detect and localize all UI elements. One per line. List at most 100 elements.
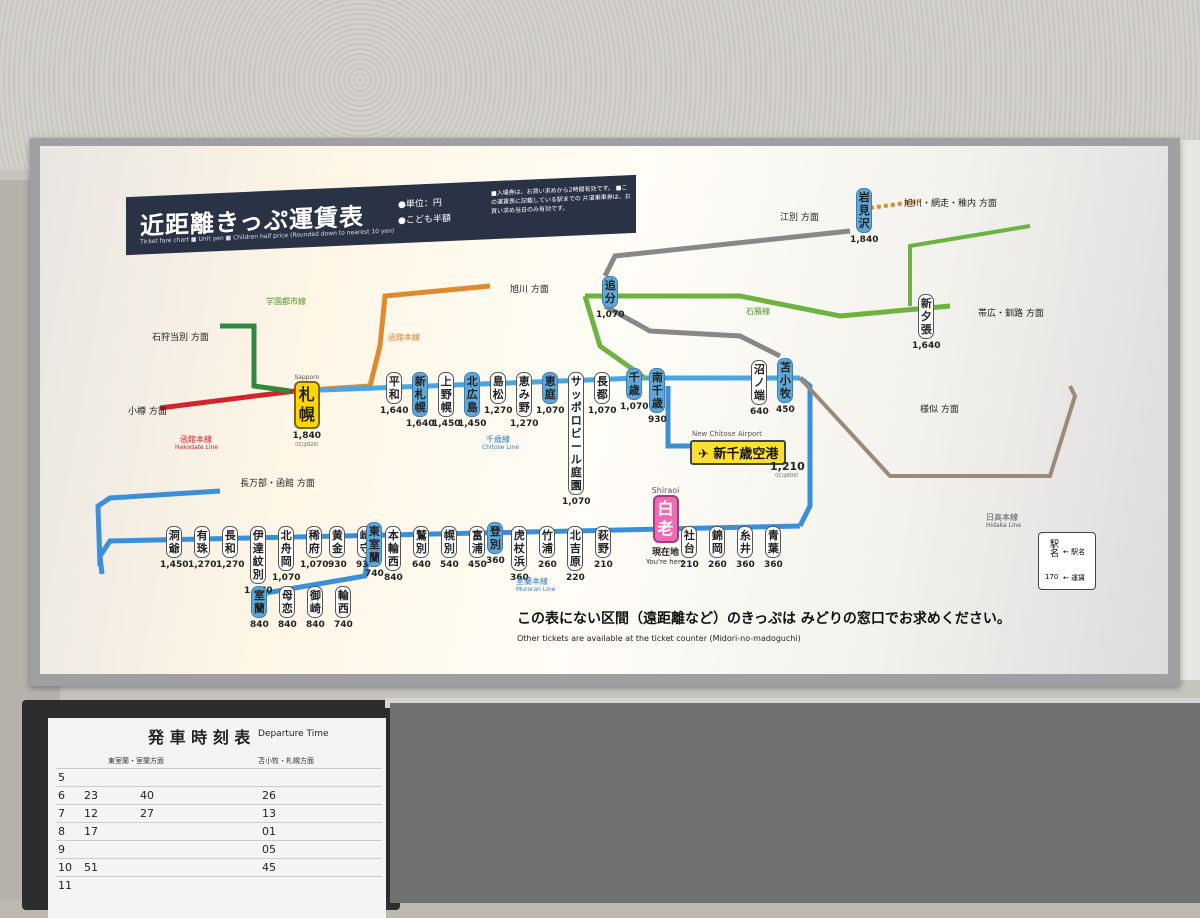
station-fare: 260 bbox=[538, 560, 557, 570]
legend-fare: ← 運賃 bbox=[1063, 574, 1086, 582]
station-name: 虎杖浜 bbox=[511, 526, 528, 571]
station-shin-yubari: 新夕張 1,640 bbox=[912, 294, 940, 351]
airport-ic-fare: （ICは600） bbox=[772, 473, 802, 479]
station-fare: 1,070 bbox=[562, 497, 591, 507]
fare-chart-board: 近距離きっぷ運賃表 Ticket fare chart ■ Unit yen ■… bbox=[40, 146, 1168, 674]
station-fare: 740 bbox=[334, 620, 353, 630]
station-name: 恵み野 bbox=[516, 372, 533, 417]
line-label-hakodate: 函館本線 bbox=[180, 435, 212, 444]
minute-cell: 23 bbox=[84, 789, 98, 802]
hakodate-west-track bbox=[95, 488, 221, 567]
station-fare: 1,450 bbox=[458, 419, 487, 429]
current-location: 現在地 bbox=[652, 548, 680, 558]
timetable-row: 10 51 45 bbox=[56, 858, 382, 876]
station-fare: 260 bbox=[708, 560, 727, 570]
muroran-north-track bbox=[602, 228, 851, 278]
station-fare: 1,270 bbox=[510, 419, 539, 429]
airport-name: 新千歳空港 bbox=[713, 447, 779, 462]
station-fare: 1,070 bbox=[620, 402, 649, 412]
sekisho-branch-track bbox=[582, 295, 647, 381]
station: 恵庭 1,070 bbox=[536, 372, 564, 416]
timetable-title: 発 車 時 刻 表 bbox=[148, 728, 251, 747]
station-fare: 1,640 bbox=[406, 419, 435, 429]
station-name: 錦岡 bbox=[709, 526, 726, 558]
legend-sample-fare: 170 bbox=[1045, 573, 1059, 581]
hour-cell: 10 bbox=[58, 861, 72, 874]
dest-ebetsu: 江別 方面 bbox=[780, 213, 819, 223]
station-name: 糸井 bbox=[737, 526, 754, 558]
station-name: 札幌 bbox=[293, 381, 320, 429]
station-name: 恵庭 bbox=[542, 372, 559, 404]
station-name: 苫小牧 bbox=[777, 358, 794, 403]
hour-cell: 9 bbox=[58, 843, 65, 856]
station-fare: 1,070 bbox=[272, 573, 301, 583]
station-name: 伊達紋別 bbox=[250, 526, 267, 584]
airport-branch-track bbox=[665, 386, 690, 449]
minute-cell: 01 bbox=[262, 825, 276, 838]
dest-samani: 様似 方面 bbox=[920, 405, 959, 415]
station-name: 輪西 bbox=[335, 586, 352, 618]
line-label-hakodate-en: Hakodate Line bbox=[175, 444, 219, 451]
timetable-sheet: 発 車 時 刻 表 Departure Time 東室蘭・室蘭方面 苫小牧・札幌… bbox=[48, 718, 386, 918]
station-name: 登別 bbox=[487, 522, 504, 554]
airport-fare: 1,210 bbox=[770, 460, 805, 473]
station-fare: 1,070 bbox=[300, 560, 329, 570]
timetable-row: 5 bbox=[56, 768, 382, 786]
station-fare: 1,270 bbox=[216, 560, 245, 570]
station-name: 萩野 bbox=[595, 526, 612, 558]
station-name: サッポロビール庭園 bbox=[568, 372, 585, 495]
station-fare: 840 bbox=[250, 620, 269, 630]
airport-name-en: New Chitose Airport bbox=[692, 430, 762, 438]
station-name: 新夕張 bbox=[918, 294, 935, 339]
station-fare: 1,070 bbox=[588, 406, 617, 416]
station-name: 白老 bbox=[652, 495, 679, 543]
oiwake-south-track bbox=[603, 303, 782, 359]
minute-cell: 27 bbox=[140, 807, 154, 820]
station-name: 千歳 bbox=[626, 368, 643, 400]
station-name: 富浦 bbox=[469, 526, 486, 558]
station-fare: 640 bbox=[750, 407, 769, 417]
minute-cell: 51 bbox=[84, 861, 98, 874]
station: 錦岡 260 bbox=[708, 526, 727, 570]
timetable-title-en: Departure Time bbox=[258, 729, 329, 739]
line-label-chitose: 千歳線 bbox=[486, 435, 510, 444]
station-name: 北吉原 bbox=[567, 526, 584, 571]
station-name: 室蘭 bbox=[251, 586, 268, 618]
minute-cell: 17 bbox=[84, 825, 98, 838]
ic-fare: （ICは920） bbox=[292, 442, 322, 448]
minute-cell: 26 bbox=[262, 789, 276, 802]
station-shiraoi: Shiraoi 白老 現在地 You're here bbox=[646, 486, 686, 566]
minute-cell: 12 bbox=[84, 807, 98, 820]
dest-ishikari: 石狩当別 方面 bbox=[152, 333, 209, 343]
minute-cell: 13 bbox=[262, 807, 276, 820]
station-name: 本輪西 bbox=[385, 526, 402, 571]
station-name: 島松 bbox=[490, 372, 507, 404]
line-label-sekisho: 石勝線 bbox=[746, 307, 770, 316]
station-fare: 930 bbox=[356, 560, 375, 570]
station-name: 長和 bbox=[222, 526, 239, 558]
station-fare: 360 bbox=[736, 560, 755, 570]
station-fare: 1,640 bbox=[912, 341, 941, 351]
minute-cell: 45 bbox=[262, 861, 276, 874]
dest-oshamambe: 長万部・函館 方面 bbox=[240, 479, 315, 489]
station-fare: 540 bbox=[440, 560, 459, 570]
station-fare: 1,070 bbox=[536, 406, 565, 416]
station-name: 南千歳 bbox=[649, 368, 666, 413]
line-label-muroran-en: Muroran Line bbox=[516, 586, 556, 593]
station-oiwake: 追分 1,070 bbox=[596, 276, 624, 320]
hour-cell: 8 bbox=[58, 825, 65, 838]
station-name: 社台 bbox=[681, 526, 698, 558]
station-fare: 1,450 bbox=[432, 419, 461, 429]
